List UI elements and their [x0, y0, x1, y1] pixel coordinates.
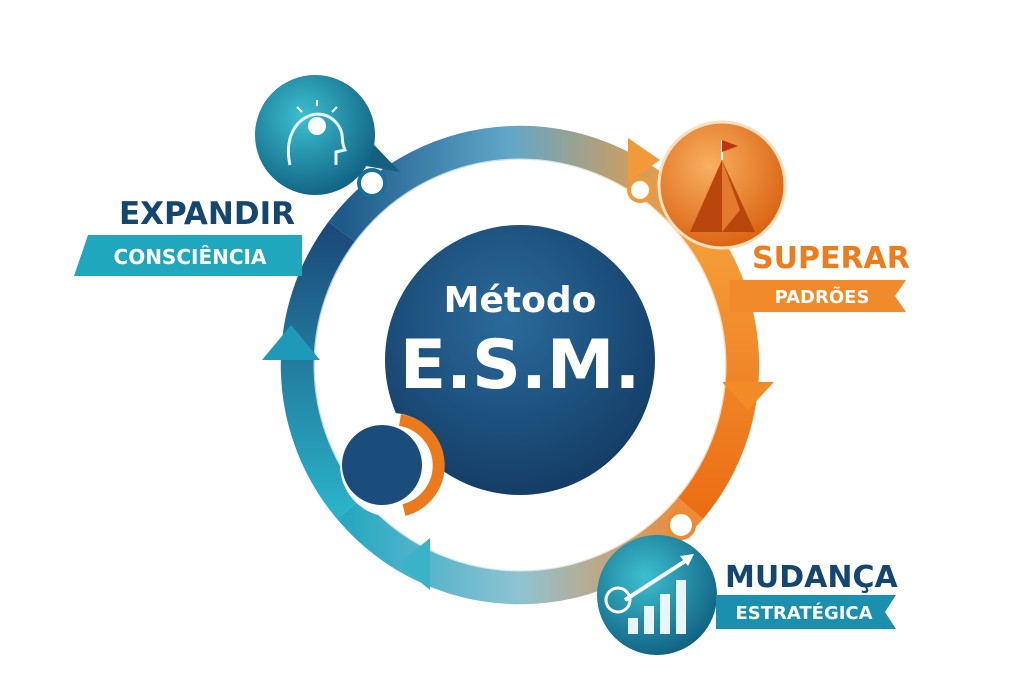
step-label-mudanca: MUDANÇA ESTRATÉGICA: [716, 560, 898, 629]
cycle-node-icon: [340, 413, 445, 517]
svg-text:EXPANDIR: EXPANDIR: [119, 196, 295, 232]
arrow-icon: [628, 138, 660, 182]
svg-text:CONSCIÊNCIA: CONSCIÊNCIA: [114, 245, 267, 269]
center-title: Método: [444, 280, 597, 321]
svg-text:ESTRATÉGICA: ESTRATÉGICA: [735, 602, 872, 624]
arrow-icon: [398, 538, 430, 590]
center-acronym: E.S.M.: [400, 326, 641, 405]
center-circle: [385, 225, 655, 495]
svg-text:PADRÕES: PADRÕES: [775, 285, 870, 308]
step-label-superar: SUPERAR PADRÕES: [730, 241, 910, 312]
mountain-flag-icon: [657, 120, 787, 250]
mind-lightbulb-icon: [255, 75, 400, 195]
growth-chart-icon: [597, 535, 717, 655]
arrow-icon: [262, 325, 320, 360]
svg-text:SUPERAR: SUPERAR: [752, 241, 910, 276]
svg-text:MUDANÇA: MUDANÇA: [725, 560, 898, 595]
step-label-expandir: EXPANDIR CONSCIÊNCIA: [74, 196, 302, 276]
arrow-icon: [722, 382, 774, 410]
